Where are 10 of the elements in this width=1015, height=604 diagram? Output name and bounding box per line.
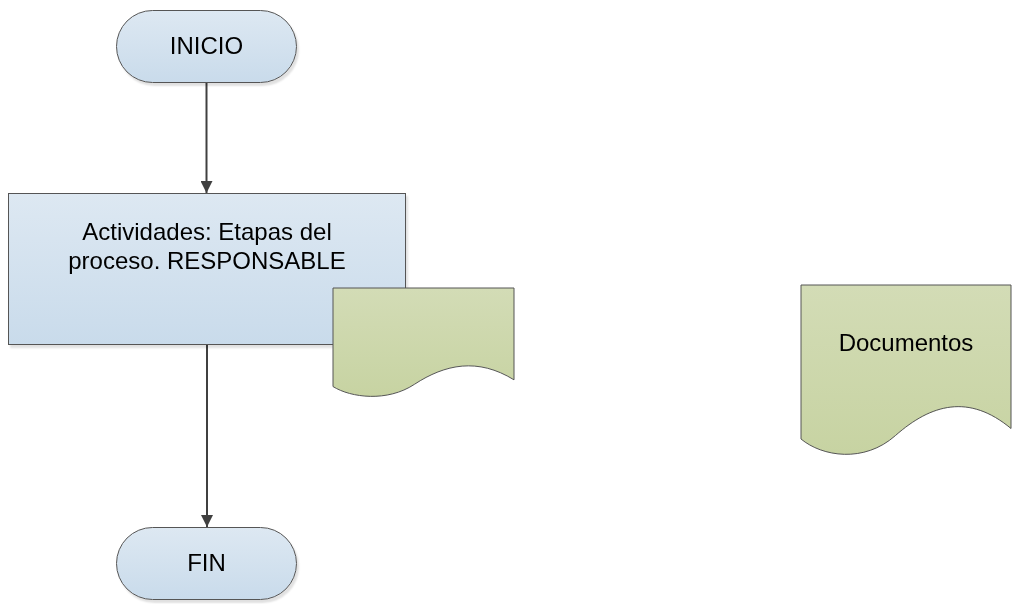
node-label: Actividades: Etapas del proceso. RESPONSABLE — [67, 218, 347, 276]
terminal-shape — [116, 527, 297, 600]
arrow — [201, 344, 213, 528]
process-box — [8, 193, 406, 345]
node-label: FIN — [187, 549, 226, 578]
terminal-shape — [116, 10, 297, 83]
arrow — [200, 82, 213, 194]
document-shape — [333, 288, 514, 400]
node-label: Documentos — [838, 329, 974, 358]
node-label: INICIO — [169, 32, 244, 61]
